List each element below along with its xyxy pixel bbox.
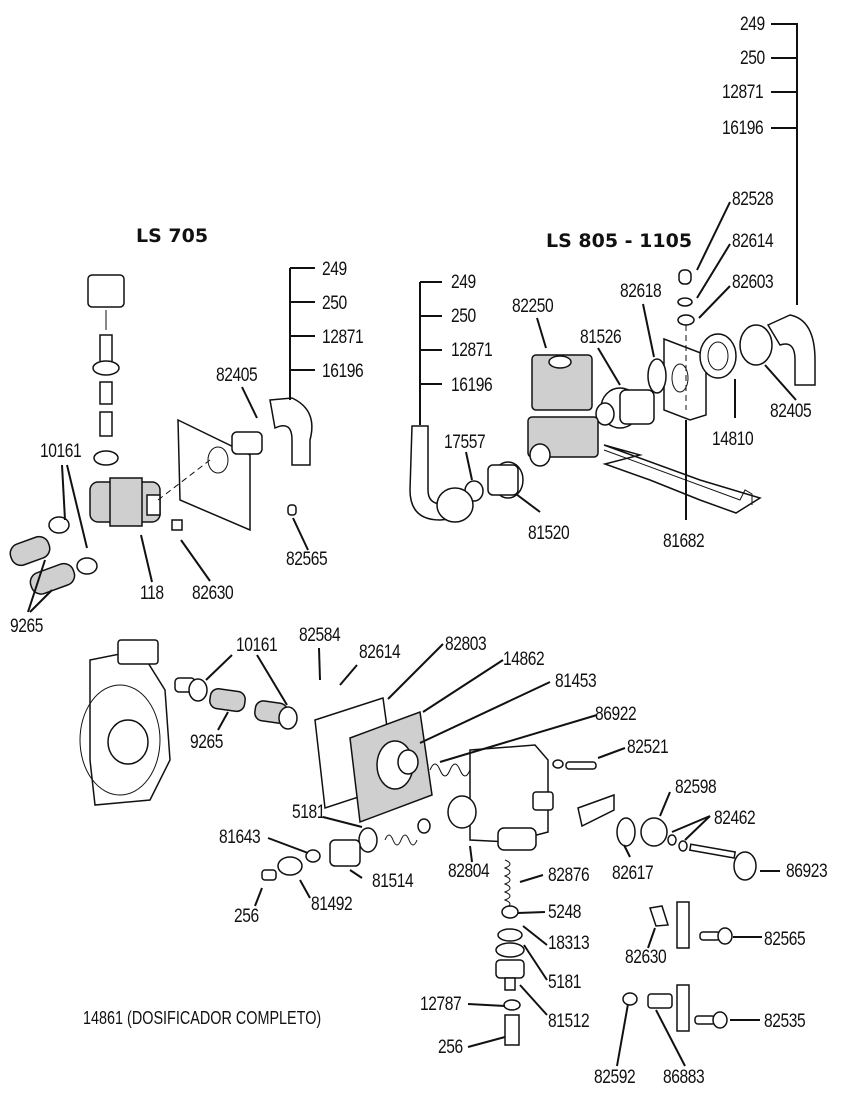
label-18313: 18313 xyxy=(548,933,590,954)
label-16196: 16196 xyxy=(722,118,764,139)
label-82618: 82618 xyxy=(620,281,662,302)
label-82630-fastener: 82630 xyxy=(625,947,667,968)
label-82584: 82584 xyxy=(299,625,341,646)
mounting-bracket xyxy=(663,337,707,421)
label-81526: 81526 xyxy=(580,327,622,348)
dosifier-caption: 14861 (DOSIFICADOR COMPLETO) xyxy=(83,1008,322,1028)
label-82598: 82598 xyxy=(675,777,717,798)
dosifier-assembly xyxy=(79,639,780,1048)
label-249-ls705: 249 xyxy=(322,259,347,280)
coupling-82405 xyxy=(739,324,773,366)
label-82617: 82617 xyxy=(612,863,654,884)
label-14862: 14862 xyxy=(503,649,545,670)
label-12871: 12871 xyxy=(722,82,764,103)
label-16196-ls805: 16196 xyxy=(451,375,493,396)
label-10161-ls705: 10161 xyxy=(40,441,82,462)
label-250-ls805: 250 xyxy=(451,306,476,327)
label-14810: 14810 xyxy=(712,429,754,450)
label-86883: 86883 xyxy=(663,1067,705,1088)
label-5181-a: 5181 xyxy=(292,802,326,823)
label-16196-ls705: 16196 xyxy=(322,361,364,382)
label-82462: 82462 xyxy=(714,808,756,829)
coil xyxy=(87,274,125,308)
label-81512: 81512 xyxy=(548,1011,590,1032)
label-81682: 81682 xyxy=(663,531,705,552)
label-82535: 82535 xyxy=(764,1011,806,1032)
label-9265-dosifier: 9265 xyxy=(190,732,224,753)
label-12787: 12787 xyxy=(420,994,462,1015)
label-82250: 82250 xyxy=(512,296,554,317)
label-12871-ls805: 12871 xyxy=(451,340,493,361)
ls805-assembly xyxy=(409,201,816,523)
label-82405-ls705: 82405 xyxy=(216,365,258,386)
label-256-a: 256 xyxy=(234,906,259,927)
label-82876: 82876 xyxy=(548,865,590,886)
label-10161-dosifier: 10161 xyxy=(236,635,278,656)
label-81492: 81492 xyxy=(311,894,353,915)
label-82528: 82528 xyxy=(732,189,774,210)
label-5181-b: 5181 xyxy=(548,972,582,993)
label-82592: 82592 xyxy=(594,1067,636,1088)
top-bracket-leaders xyxy=(771,23,798,305)
label-81453: 81453 xyxy=(555,671,597,692)
nut-14810 xyxy=(699,333,737,379)
label-82614-dosifier: 82614 xyxy=(359,642,401,663)
label-82804: 82804 xyxy=(448,861,490,882)
label-81514: 81514 xyxy=(372,871,414,892)
label-118: 118 xyxy=(140,583,164,604)
label-82565-ls705: 82565 xyxy=(286,549,328,570)
solenoid-coil xyxy=(531,354,593,411)
label-249: 249 xyxy=(740,14,765,35)
label-249-ls805: 249 xyxy=(451,272,476,293)
fastener-detail xyxy=(616,901,762,1067)
label-17557: 17557 xyxy=(444,432,486,453)
label-5248: 5248 xyxy=(548,902,582,923)
label-82521: 82521 xyxy=(627,737,669,758)
label-81643: 81643 xyxy=(219,827,261,848)
ls805-title: LS 805 - 1105 xyxy=(546,230,693,252)
label-250: 250 xyxy=(740,48,765,69)
label-81520: 81520 xyxy=(528,523,570,544)
label-250-ls705: 250 xyxy=(322,293,347,314)
label-82614: 82614 xyxy=(732,231,774,252)
label-82565-fastener: 82565 xyxy=(764,929,806,950)
body-82804 xyxy=(469,744,549,843)
label-256-b: 256 xyxy=(438,1037,463,1058)
ls705-title: LS 705 xyxy=(136,225,209,247)
label-82630-ls705: 82630 xyxy=(192,583,234,604)
label-86922: 86922 xyxy=(595,704,637,725)
label-12871-ls705: 12871 xyxy=(322,327,364,348)
ring-82618 xyxy=(647,358,667,394)
ls705-assembly xyxy=(9,267,315,613)
label-86923: 86923 xyxy=(786,861,828,882)
label-82405-ls805: 82405 xyxy=(770,401,812,422)
label-82803: 82803 xyxy=(445,634,487,655)
label-82603: 82603 xyxy=(732,272,774,293)
label-9265-ls705: 9265 xyxy=(10,616,44,637)
